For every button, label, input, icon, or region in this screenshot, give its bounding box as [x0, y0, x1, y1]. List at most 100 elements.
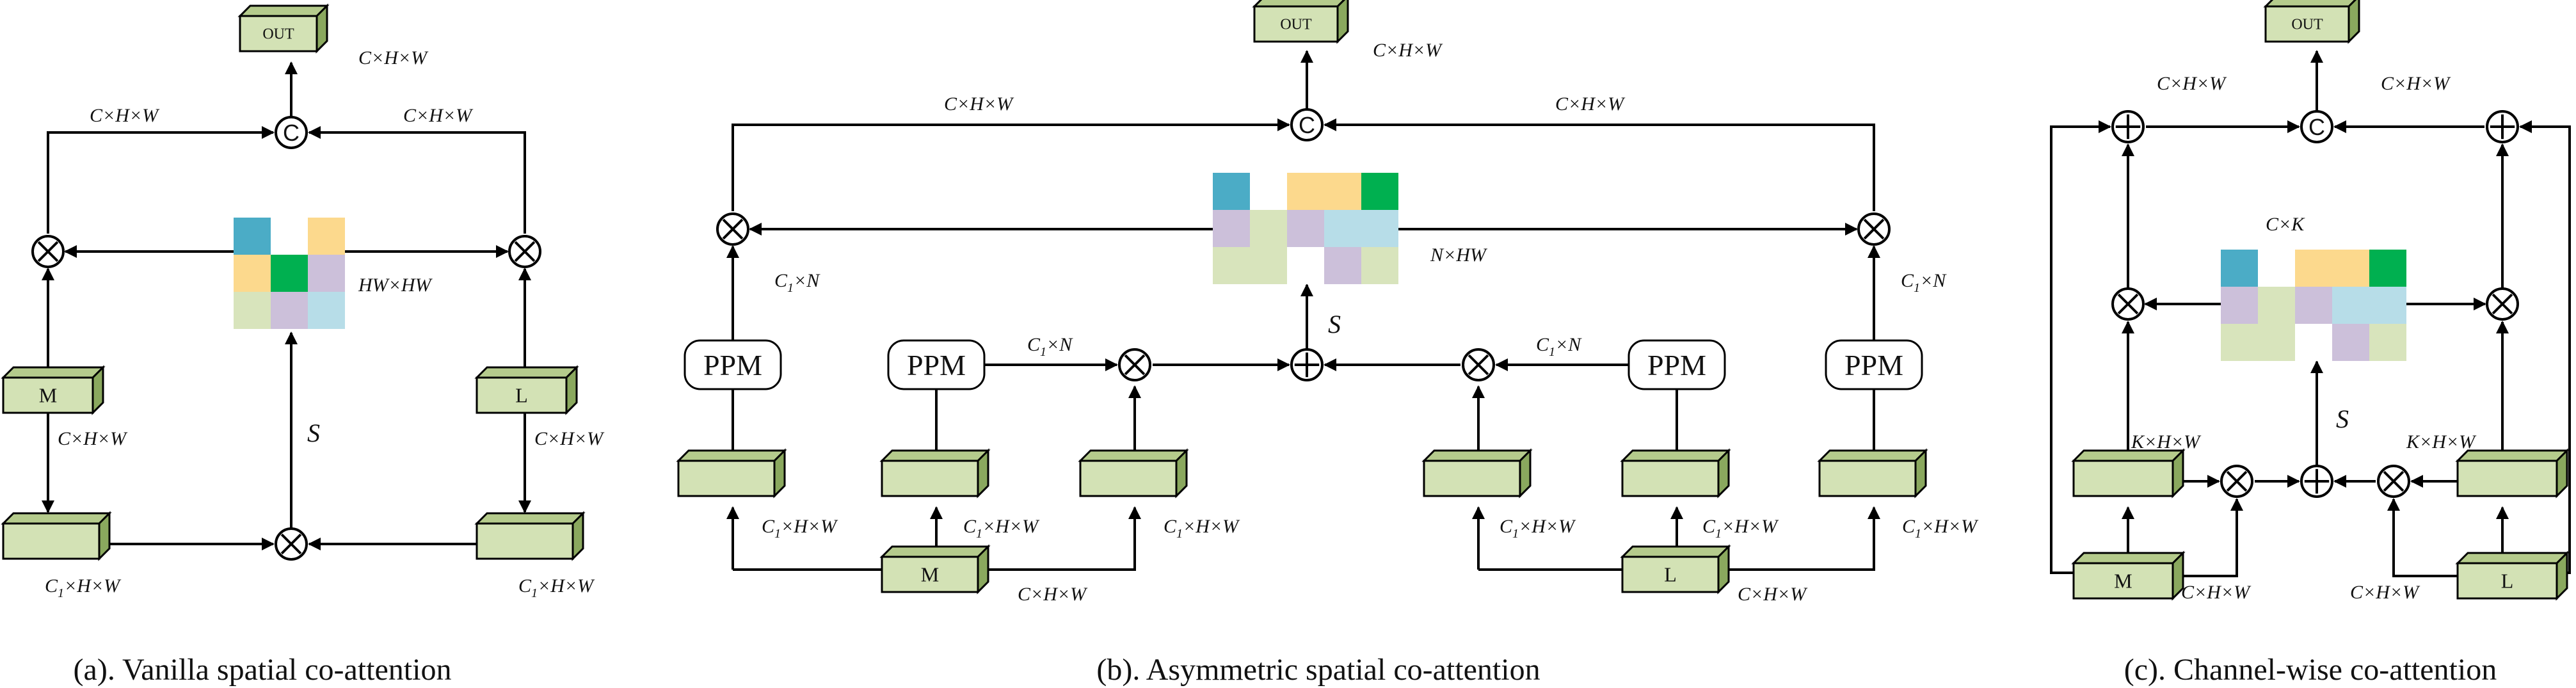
a-bottom-mul-op: [275, 527, 308, 561]
matrix-cell: [2221, 287, 2258, 324]
matrix-cell: [2295, 324, 2332, 361]
box-front-face: [476, 522, 574, 560]
box-top-face: [1817, 449, 1928, 462]
matrix-cell: [1213, 247, 1250, 284]
multiply-stroke: [2117, 293, 2139, 315]
box-front-face: [2264, 5, 2350, 43]
a-matrix-label: HW×HW: [358, 275, 433, 296]
b-feat-6: [1817, 448, 1928, 499]
b-ppm-far-right: PPM: [1825, 339, 1923, 390]
c-matrix-label: C×K: [2266, 214, 2305, 235]
box-top-face: [879, 449, 991, 462]
label-subscript: 1: [976, 527, 982, 541]
a-arrow-left-to-concat: [47, 126, 275, 234]
multiply-stroke: [2492, 293, 2513, 315]
box-top-face: [474, 512, 586, 525]
box-top-face: [1620, 449, 1731, 462]
box-front-face: [239, 15, 318, 52]
box-front-face: [2456, 460, 2558, 497]
matrix-cell: [2221, 250, 2258, 287]
ppm-rect: [684, 339, 782, 390]
c-attention-matrix: [2221, 250, 2406, 361]
a-left-top-label: C×H×W: [90, 105, 160, 126]
b-m-box: M: [879, 544, 991, 595]
multiply-stroke: [722, 218, 744, 240]
concat-symbol: C: [1299, 112, 1315, 138]
label-base: C: [1702, 516, 1716, 537]
box-front-face: [1621, 556, 1720, 593]
b-inner-left-mul-op: [1118, 348, 1151, 381]
a-l-size-label: C×H×W: [534, 428, 605, 449]
b-matrix-label: N×HW: [1430, 244, 1488, 266]
box-top-face: [879, 545, 991, 558]
b-left-ppm-label: C1×N: [1027, 334, 1073, 359]
matrix-cell: [1361, 247, 1398, 284]
c-s-label: S: [2336, 404, 2349, 433]
b-l-box-label: L: [1664, 563, 1677, 586]
b-l-size-label: C×H×W: [1738, 584, 1808, 605]
b-m-size-label: C×H×W: [1018, 584, 1088, 605]
matrix-cell: [1324, 173, 1361, 210]
matrix-cell: [234, 218, 271, 255]
label-subscript: 1: [58, 586, 64, 600]
label-base: C: [1901, 270, 1914, 291]
c-right-k-box: [2455, 448, 2570, 499]
b-arrow-right-to-concat: [1324, 118, 1875, 211]
c-out-box-label: OUT: [2291, 17, 2323, 33]
matrix-cell: [2369, 287, 2406, 324]
multiply-stroke: [2226, 470, 2248, 492]
box-front-face: [2, 522, 100, 560]
label-rest: ×H×W: [781, 516, 838, 537]
op-circle: [1290, 108, 1324, 141]
caption-a: (a). Vanilla spatial co-attention: [74, 653, 452, 687]
c-left-top-label: C×H×W: [2157, 73, 2227, 94]
a-arrow-right-to-concat: [308, 126, 526, 234]
matrix-cell: [2258, 324, 2295, 361]
multiply-stroke: [280, 533, 302, 555]
c-right-k-label: K×H×W: [2406, 431, 2477, 452]
matrix-cell: [234, 292, 271, 329]
box-top-face: [2071, 552, 2186, 564]
box-top-face: [1078, 449, 1189, 462]
a-m-proj-box: [1, 511, 112, 561]
a-right-top-label: C×H×W: [403, 105, 474, 126]
a-l-proj-box: [474, 511, 586, 561]
b-feat-4: [1421, 448, 1533, 499]
matrix-cell: [1324, 247, 1361, 284]
b-right-top-label: C×H×W: [1555, 93, 1626, 115]
b-feat-2: [879, 448, 991, 499]
a-left-proj-label: C1×H×W: [45, 575, 122, 600]
b-out-size-label: C×H×W: [1373, 40, 1443, 61]
concat-symbol: C: [283, 120, 300, 146]
label-rest: ×H×W: [1722, 516, 1779, 537]
multiply-stroke: [37, 241, 59, 262]
c-skip-left: [2050, 120, 2125, 574]
box-top-face: [474, 366, 579, 379]
ppm-label: PPM: [703, 349, 762, 381]
matrix-cell: [2258, 250, 2295, 287]
matrix-cell: [1250, 173, 1287, 210]
matrix-cell: [2295, 250, 2332, 287]
box-top-face: [2455, 552, 2570, 564]
box-top-face: [1, 366, 106, 379]
op-circle: [2300, 110, 2333, 143]
matrix-cell: [234, 255, 271, 292]
a-m-size-label: C×H×W: [58, 428, 128, 449]
c-left-add-op: [2111, 110, 2145, 143]
a-m-box: M: [1, 365, 106, 415]
concat-symbol: C: [2308, 114, 2325, 140]
matrix-cell: [2221, 324, 2258, 361]
c-skip-right: [2496, 120, 2571, 574]
a-right-proj-label: C1×H×W: [518, 575, 595, 600]
box-front-face: [677, 460, 776, 497]
label-rest: ×H×W: [1183, 516, 1240, 537]
ppm-label: PPM: [1844, 349, 1903, 381]
box-front-face: [1423, 460, 1521, 497]
matrix-cell: [2295, 287, 2332, 324]
label-subscript: 1: [1549, 345, 1555, 359]
c-right-top-label: C×H×W: [2381, 73, 2451, 94]
b-l-box: L: [1620, 544, 1731, 595]
a-out-box: OUT: [237, 3, 330, 54]
a-left-mul-op: [31, 235, 65, 268]
b-concat-op: C: [1290, 108, 1324, 141]
